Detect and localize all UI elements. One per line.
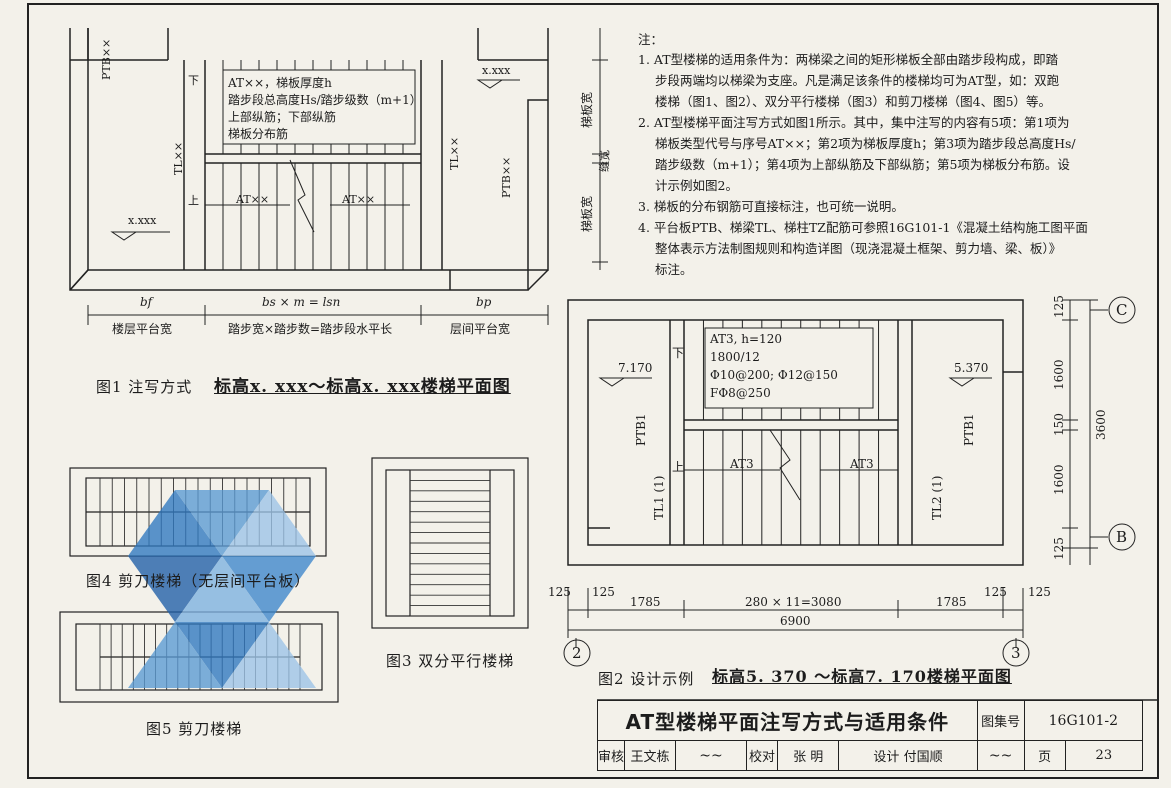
fig1-annotation xyxy=(87,28,608,325)
fig1-side-bot: 梯板宽 xyxy=(580,195,594,232)
fig1-dim-bp: bp xyxy=(476,295,492,309)
fig2-dim-bottom: 1785 xyxy=(936,595,967,609)
note-line: 楼梯（图1、图2）、双分平行楼梯（图3）和剪刀楼梯（图4、图5）等。 xyxy=(655,94,1052,109)
designer-name: 付国顺 xyxy=(903,750,943,765)
notes-heading: 注： xyxy=(638,32,664,47)
note-line: 步段两端均以梯梁为支座。凡是满足该条件的楼梯均可为AT型，如：双跑 xyxy=(655,73,1060,88)
watermark-logo xyxy=(128,490,316,688)
design-label: 设计 付国顺 xyxy=(838,740,978,771)
axis-3-label: 3 xyxy=(1011,644,1021,662)
fig4-caption: 图4 剪刀楼梯（无层间平台板） xyxy=(86,572,311,590)
fig1-plan xyxy=(69,28,549,291)
fig2-up: 上 xyxy=(672,460,685,474)
fig1-ptb-right: PTB×× xyxy=(500,156,513,198)
fig1-caption: 图1 注写方式 xyxy=(96,378,193,396)
sheet-frame xyxy=(27,3,1159,779)
fig2-down: 下 xyxy=(672,346,685,360)
fig5-caption: 图5 剪刀楼梯 xyxy=(146,720,243,738)
fig2-dim-right: 150 xyxy=(1052,413,1066,436)
fig2-dim-total: 6900 xyxy=(780,614,811,628)
fig1-label-line: 梯板分布筋 xyxy=(228,127,289,141)
design-label-text: 设计 xyxy=(873,750,900,765)
fig1-caption-title: 标高x. xxx～标高x. xxx楼梯平面图 xyxy=(214,377,511,397)
note-line: 标注。 xyxy=(655,262,693,277)
axis-c-label: C xyxy=(1116,301,1128,319)
note-line: 4. 平台板PTB、梯梁TL、梯柱TZ配筋可参照16G101-1《混凝土结构施工… xyxy=(638,220,1088,235)
fig2-dim-bottom: 125 xyxy=(1028,585,1051,599)
fig1-side-mid: 缝宽 xyxy=(598,150,611,172)
fig2-dim-bottom: 125 xyxy=(984,585,1007,599)
page-number: 23 xyxy=(1064,740,1144,771)
fig1-lbl-step: 踏步宽×踏步数=踏步段水平长 xyxy=(228,322,393,336)
fig1-up: 上 xyxy=(188,194,199,207)
fig2-dim-right: 1600 xyxy=(1052,359,1066,390)
fig2-label-line: FΦ8@250 xyxy=(710,386,771,400)
fig2-ptb-right: PTB1 xyxy=(962,413,976,446)
sheet-title: AT型楼梯平面注写方式与适用条件 xyxy=(597,700,978,741)
fig2-ptb-left: PTB1 xyxy=(634,413,648,446)
note-line: 1. AT型楼梯的适用条件为：两梯梁之间的矩形梯板全部由踏步段构成，即踏 xyxy=(638,52,1059,67)
note-line: 踏步级数（m+1）；第4项为上部纵筋及下部纵筋；第5项为梯板分布筋。设 xyxy=(655,157,1070,172)
reviewer-signature: ~~ xyxy=(675,740,747,771)
note-line: 3. 梯板的分布钢筋可直接标注，也可统一说明。 xyxy=(638,199,904,214)
fig1-side-top: 梯板宽 xyxy=(580,91,594,128)
fig2-dim-bottom: 125 xyxy=(548,585,571,599)
reviewer-name: 王文栋 xyxy=(624,740,676,771)
fig2-at-right: AT3 xyxy=(850,457,874,471)
atlas-label: 图集号 xyxy=(976,700,1025,741)
fig2-label-line: AT3, h=120 xyxy=(710,332,782,346)
fig2-dim-bottom: 1785 xyxy=(630,595,661,609)
fig1-at-right: AT×× xyxy=(342,193,376,206)
fig1-label-line: AT××，梯板厚度h xyxy=(228,76,332,90)
fig1-tl-left: TL×× xyxy=(172,141,185,175)
fig2-tl-left: TL1 (1) xyxy=(652,475,666,520)
page-label: 页 xyxy=(1023,740,1066,771)
fig1-elev-bottom: x.xxx xyxy=(128,214,157,227)
fig1-down: 下 xyxy=(188,74,199,87)
fig2-elev-left: 7.170 xyxy=(618,361,653,375)
fig1-elev-top: x.xxx xyxy=(482,64,511,77)
axis-2-label: 2 xyxy=(572,644,582,662)
note-line: 计示例如图2。 xyxy=(655,178,738,193)
fig2-label-line: 1800/12 xyxy=(710,350,760,364)
fig2-annotation xyxy=(563,296,1136,667)
fig1-dim-bf: bf xyxy=(140,295,153,309)
checker-name: 张 明 xyxy=(776,740,840,771)
fig2-caption-title: 标高5. 370 ～标高7. 170楼梯平面图 xyxy=(712,667,1012,686)
fig2-dim-bottom: 280 × 11=3080 xyxy=(745,595,842,609)
fig2-dim-bottom: 125 xyxy=(592,585,615,599)
review-label: 审核 xyxy=(597,740,625,771)
fig1-tl-right: TL×× xyxy=(448,136,461,170)
fig2-elev-right: 5.370 xyxy=(954,361,989,375)
fig2-caption: 图2 设计示例 xyxy=(598,670,695,688)
f3-treads-lines xyxy=(410,469,490,617)
check-label: 校对 xyxy=(746,740,778,771)
title-block: AT型楼梯平面注写方式与适用条件 图集号 16G101-2 审核 王文栋 ~~ … xyxy=(597,700,1144,771)
note-line: 2. AT型楼梯平面注写方式如图1所示。其中，集中注写的内容有5项：第1项为 xyxy=(638,115,1070,130)
fig3-caption: 图3 双分平行楼梯 xyxy=(386,652,515,670)
fig2-dim-right: 1600 xyxy=(1052,464,1066,495)
fig1-at-left: AT×× xyxy=(236,193,270,206)
designer-signature: ~~ xyxy=(976,740,1025,771)
fig1-dim-bs: bs × m = lsn xyxy=(262,295,341,309)
fig1-label-line: 上部纵筋；下部纵筋 xyxy=(228,110,337,124)
fig2-dim-right-total: 3600 xyxy=(1094,409,1108,440)
fig1-label-line: 踏步段总高度Hs/踏步级数（m+1） xyxy=(228,93,422,107)
fig2-dim-right: 125 xyxy=(1052,295,1066,318)
fig2-tl-right: TL2 (1) xyxy=(930,475,944,520)
note-line: 整体表示方法制图规则和构造详图（现浇混凝土框架、剪力墙、梁、板）》 xyxy=(655,241,1062,256)
fig2-label-line: Φ10@200; Φ12@150 xyxy=(710,368,838,382)
fig2-at-left: AT3 xyxy=(730,457,754,471)
atlas-number: 16G101-2 xyxy=(1023,700,1144,741)
fig1-ptb-left: PTB×× xyxy=(100,38,113,80)
fig1-lbl-floor: 楼层平台宽 xyxy=(112,322,173,336)
note-line: 梯板类型代号与序号AT××；第2项为梯板厚度h；第3项为踏步段总高度Hs/ xyxy=(655,136,1076,151)
fig1-lbl-mid: 层间平台宽 xyxy=(450,322,511,336)
axis-b-label: B xyxy=(1116,528,1128,546)
fig2-dim-right: 125 xyxy=(1052,537,1066,560)
